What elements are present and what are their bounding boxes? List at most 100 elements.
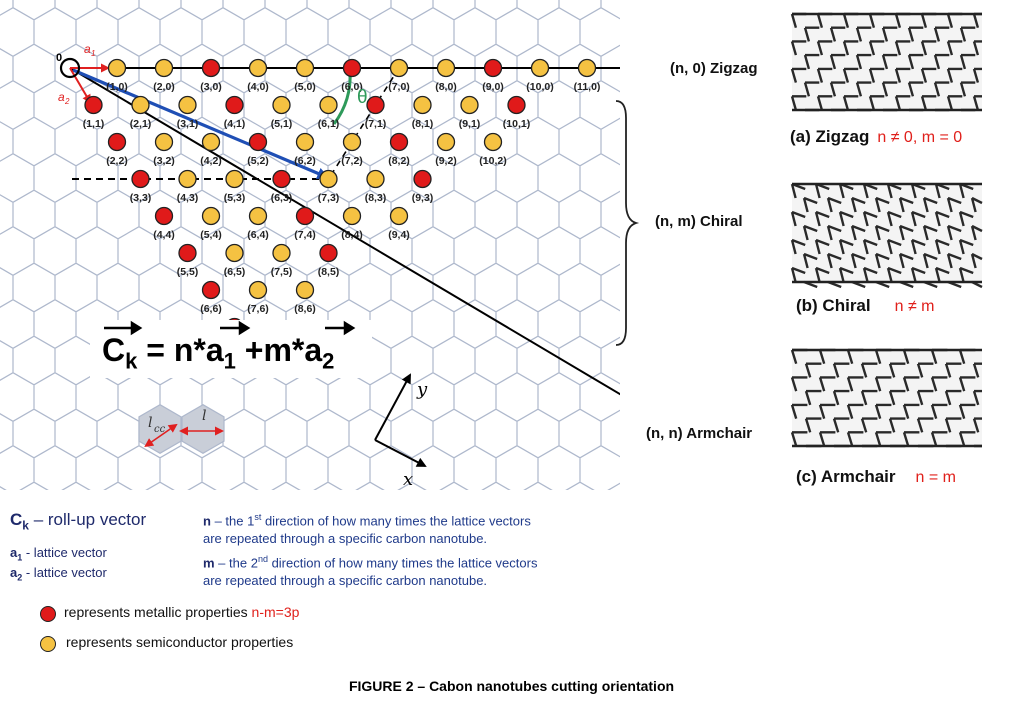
m-text-2: direction of how many times the lattice …: [267, 555, 538, 571]
chiral-direction-label: (n, m) Chiral: [655, 213, 743, 230]
m-text-1: – the 2: [214, 555, 258, 571]
formula-vector-arrows: [104, 320, 356, 336]
theta-label: θ: [357, 87, 368, 108]
m-symbol: m: [203, 555, 215, 571]
point-label-7-0: (7,0): [388, 81, 410, 93]
formula-mid: = n*a: [137, 332, 224, 368]
point-7-6: [248, 280, 268, 300]
point-label-6-2: (6,2): [294, 155, 316, 167]
point-10-0: [530, 58, 550, 78]
l-label: l: [202, 408, 206, 424]
point-label-1-1: (1,1): [83, 118, 105, 130]
a1-symbol: a: [10, 545, 18, 560]
point-label-9-1: (9,1): [459, 118, 481, 130]
point-label-6-0: (6,0): [341, 81, 363, 93]
point-2-1: [131, 95, 150, 115]
point-label-2-0: (2,0): [153, 81, 175, 93]
a2-vector-arrow: [69, 67, 92, 104]
point-label-4-2: (4,2): [200, 155, 222, 167]
point-label-4-0: (4,0): [247, 81, 269, 93]
point-2-0: [154, 58, 174, 78]
point-label-5-4: (5,4): [200, 229, 222, 241]
point-label-5-1: (5,1): [271, 118, 293, 130]
point-10-2: [483, 132, 503, 152]
point-label-4-3: (4,3): [177, 192, 199, 204]
a1-sub: 1: [17, 552, 23, 563]
point-label-3-2: (3,2): [153, 155, 175, 167]
point-label-8-6: (8,6): [294, 303, 316, 315]
point-label-2-2: (2,2): [106, 155, 128, 167]
m-sup: nd: [257, 554, 268, 564]
point-label-7-2: (7,2): [341, 155, 363, 167]
zigzag-tube: [790, 12, 982, 112]
point-label-10-1: (10,1): [503, 118, 530, 130]
formula-sub1: 1: [223, 348, 236, 374]
point-6-2: [295, 132, 315, 152]
formula-plus: +m*a: [235, 332, 323, 368]
a2-text: - lattice vector: [22, 565, 107, 580]
point-label-11-0: (11,0): [574, 81, 601, 93]
armchair-tube: [790, 348, 982, 448]
direction-lines: [59, 57, 620, 467]
rollup-vector-arrow: [72, 68, 330, 180]
point-8-6: [295, 280, 315, 300]
point-1-1: [84, 95, 103, 115]
point-label-8-5: (8,5): [318, 266, 340, 278]
a1-legend: a1 - lattice vector: [10, 545, 107, 563]
point-label-1-0: (1,0): [106, 81, 128, 93]
point-5-3: [225, 169, 244, 189]
a2-symbol: a: [10, 565, 18, 580]
lcc-double-arrow: [144, 423, 178, 447]
point-label-7-1: (7,1): [365, 118, 387, 130]
graphene-lattice-diagram: (1,0)(2,0)(3,0)(4,0)(5,0)(6,0)(7,0)(8,0)…: [0, 0, 620, 490]
hexagon-grid: [0, 0, 620, 490]
point-label-6-3: (6,3): [271, 192, 293, 204]
n-symbol: n: [203, 513, 211, 529]
point-label-9-4: (9,4): [388, 229, 410, 241]
rollup-formula: Ck = n*a1 +m*a2: [90, 320, 372, 378]
metallic-text: represents metallic properties: [64, 604, 252, 620]
point-label-8-4: (8,4): [341, 229, 363, 241]
ck-symbol: C: [10, 510, 23, 529]
m-text-3: are repeated through a specific carbon n…: [203, 573, 488, 589]
point-label-9-2: (9,2): [435, 155, 457, 167]
point-label-4-4: (4,4): [153, 229, 175, 241]
point-label-8-2: (8,2): [388, 155, 410, 167]
point-7-4: [295, 206, 315, 226]
point-10-1: [507, 95, 526, 115]
figure-caption: FIGURE 2 – Cabon nanotubes cutting orien…: [348, 678, 675, 694]
point-8-0: [436, 58, 456, 78]
point-6-4: [248, 206, 268, 226]
point-7-2: [342, 132, 362, 152]
point-label-5-0: (5,0): [294, 81, 316, 93]
point-label-8-0: (8,0): [435, 81, 457, 93]
lcc-label: l: [148, 415, 152, 431]
point-9-0: [483, 58, 503, 78]
point-label-8-3: (8,3): [365, 192, 387, 204]
armchair-axis-arrow: [69, 67, 620, 396]
point-6-5: [225, 243, 244, 263]
point-label-7-4: (7,4): [294, 229, 316, 241]
point-8-1: [413, 95, 432, 115]
point-label-9-0: (9,0): [482, 81, 504, 93]
point-label-10-0: (10,0): [526, 81, 553, 93]
point-label-8-1: (8,1): [412, 118, 434, 130]
point-label-4-1: (4,1): [224, 118, 246, 130]
chiral-caption: (b) Chiral: [796, 296, 871, 315]
point-5-5: [178, 243, 197, 263]
origin-circle: [59, 57, 81, 79]
point-label-5-3: (5,3): [224, 192, 246, 204]
point-5-2: [248, 132, 268, 152]
point-3-1: [178, 95, 197, 115]
chiral-tube-mesh: [790, 182, 983, 289]
point-11-0: [577, 58, 597, 78]
point-label-9-3: (9,3): [412, 192, 434, 204]
point-4-2: [201, 132, 221, 152]
point-3-2: [154, 132, 174, 152]
n-description: n – the 1st direction of how many times …: [203, 508, 531, 548]
point-5-4: [201, 206, 221, 226]
